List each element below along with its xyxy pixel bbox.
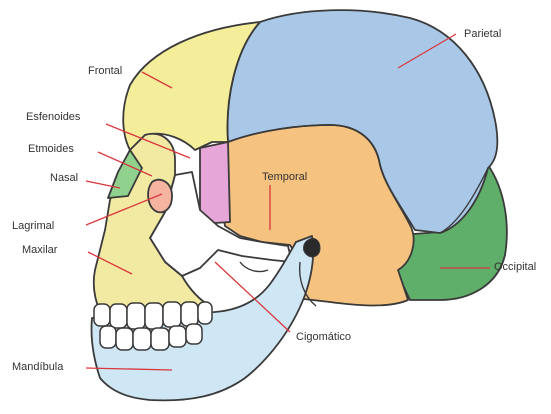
tooth — [169, 326, 186, 347]
tooth — [151, 328, 169, 350]
tooth — [181, 302, 198, 326]
lacrimal-bone — [148, 180, 172, 213]
label-lagrimal: Lagrimal — [12, 220, 54, 232]
label-frontal: Frontal — [88, 65, 122, 77]
tooth — [94, 304, 110, 326]
tooth — [110, 304, 127, 328]
tooth — [100, 326, 116, 348]
sphenoid-bone — [200, 142, 230, 224]
tooth — [145, 303, 163, 329]
label-nasal: Nasal — [50, 172, 78, 184]
tooth — [133, 328, 151, 350]
label-cigomatico: Cigomático — [296, 331, 351, 343]
tooth — [163, 302, 181, 327]
label-esfenoides: Esfenoides — [26, 111, 81, 123]
tooth — [127, 303, 145, 329]
coronoid-notch — [240, 262, 268, 272]
tooth — [198, 302, 212, 324]
label-mandibula: Mandíbula — [12, 361, 64, 373]
ear-canal — [304, 238, 320, 256]
tooth — [116, 328, 133, 350]
tooth — [186, 324, 202, 344]
label-temporal: Temporal — [262, 171, 307, 183]
label-occipital: Occipital — [494, 261, 536, 273]
label-parietal: Parietal — [464, 28, 501, 40]
label-maxilar: Maxilar — [22, 244, 58, 256]
label-etmoides: Etmoides — [28, 143, 74, 155]
